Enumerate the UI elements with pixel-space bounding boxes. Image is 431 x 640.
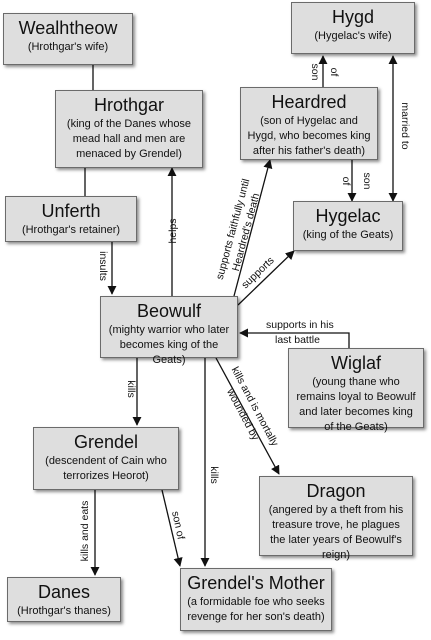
node-wealhtheow: Wealhtheow (Hrothgar's wife) (3, 13, 133, 65)
label-supports-last-2: last battle (275, 334, 320, 346)
node-dragon: Dragon (angered by a theft from his trea… (259, 476, 413, 561)
hrothgar-title: Hrothgar (93, 95, 165, 115)
wiglaf-title: Wiglaf (330, 353, 381, 373)
beowulf-title: Beowulf (136, 301, 202, 321)
beowulf-dragon-arrow (215, 357, 280, 475)
danes-title: Danes (37, 582, 91, 602)
grendel-title: Grendel (73, 432, 139, 452)
label-insults: insults (97, 251, 109, 281)
node-unferth: Unferth (Hrothgar's retainer) (5, 196, 137, 242)
node-wiglaf: Wiglaf (young thane who remains loyal to… (288, 348, 424, 433)
node-hygelac: Hygelac (king of the Geats) (293, 201, 403, 251)
grendel-mother-arrow (161, 489, 183, 567)
grendels-mother-desc: (a formidable foe who seeks revenge for … (187, 596, 325, 623)
label-helps: helps (167, 218, 179, 243)
label-kills-grendel: kills (125, 380, 137, 398)
node-hygd: Hygd (Hygelac's wife) (291, 2, 415, 54)
label-married-to: married to (399, 102, 411, 149)
label-son-hygd: son (309, 64, 321, 81)
beowulf-hygelac-arrow (237, 250, 295, 306)
dragon-desc: (angered by a theft from his treasure tr… (268, 504, 404, 561)
label-kills-mother: kills (208, 466, 220, 484)
wealhtheow-desc: (Hrothgar's wife) (27, 41, 109, 53)
beowulf-heardred-arrow (233, 159, 273, 297)
node-hrothgar: Hrothgar (king of the Danes whose mead h… (55, 90, 203, 168)
node-grendel: Grendel (descendent of Cain who terroriz… (33, 427, 179, 490)
hygelac-desc: (king of the Geats) (302, 229, 394, 241)
label-son-of-mother: son of (169, 510, 187, 541)
label-of-hygelac: of (340, 177, 352, 186)
wiglaf-beowulf-arrow (239, 328, 350, 348)
grendel-desc: (descendent of Cain who terrorizes Heoro… (45, 455, 167, 482)
hygd-desc: (Hygelac's wife) (314, 30, 392, 42)
node-beowulf: Beowulf (mighty warrior who later become… (100, 296, 238, 366)
node-grendels-mother: Grendel's Mother (a formidable foe who s… (180, 568, 332, 631)
node-heardred: Heardred (son of Hygelac and Hygd, who b… (240, 87, 378, 160)
label-kills-and-eats: kills and eats (79, 501, 91, 562)
label-son-hygelac: son (361, 173, 373, 190)
beowulf-desc: (mighty warrior who later becomes king o… (108, 324, 230, 366)
hygelac-title: Hygelac (315, 206, 381, 226)
wealhtheow-title: Wealhtheow (18, 18, 118, 38)
wiglaf-desc: (young thane who remains loyal to Beowul… (296, 376, 416, 433)
dragon-title: Dragon (306, 481, 366, 501)
hrothgar-desc: (king of the Danes whose mead hall and m… (66, 118, 192, 160)
label-supports-last-1: supports in his (266, 319, 334, 331)
node-danes: Danes (Hrothgar's thanes) (7, 577, 121, 622)
heardred-title: Heardred (271, 92, 347, 112)
label-of-hygd: of (328, 68, 340, 77)
hygd-title: Hygd (331, 7, 375, 27)
heardred-desc: (son of Hygelac and Hygd, who becomes ki… (247, 115, 371, 157)
danes-desc: (Hrothgar's thanes) (17, 605, 111, 617)
grendels-mother-title: Grendel's Mother (187, 573, 325, 593)
unferth-desc: (Hrothgar's retainer) (21, 224, 121, 236)
unferth-title: Unferth (41, 201, 101, 221)
